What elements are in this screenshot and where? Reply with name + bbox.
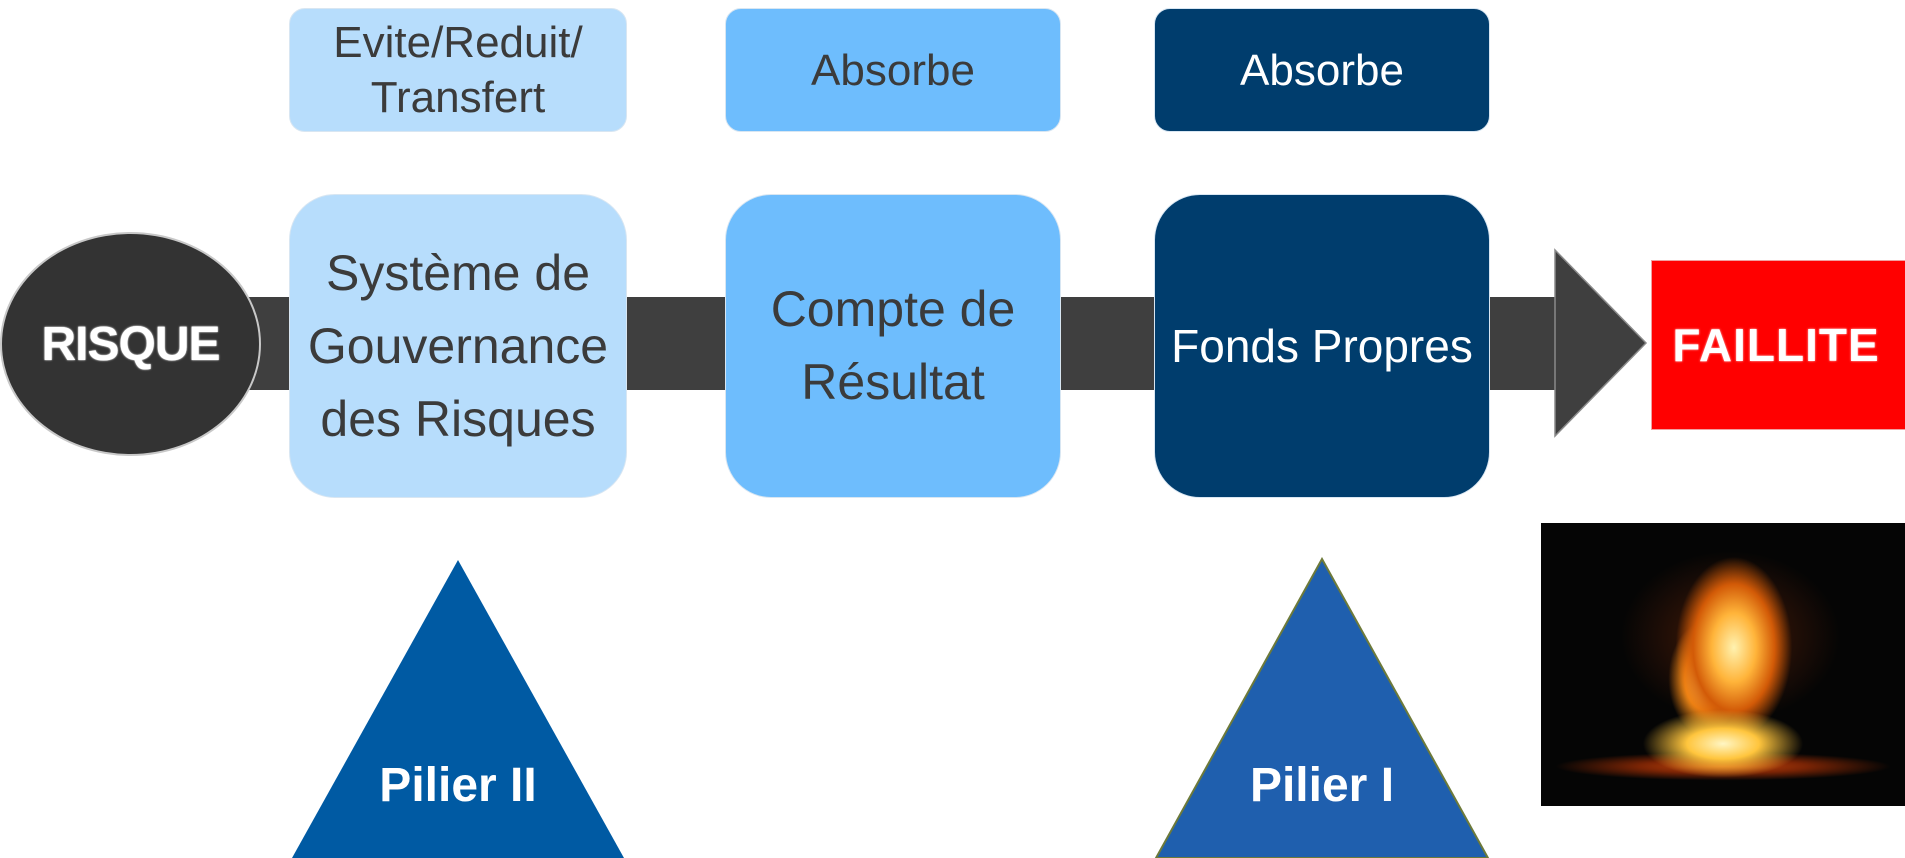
pillar-1-label: Pilier I	[1249, 758, 1395, 812]
pillar-2-triangle-icon	[292, 560, 624, 858]
stage-equity-text: Fonds Propres	[1171, 319, 1473, 372]
stage-governance: Système de Gouvernance des Risques	[289, 194, 627, 498]
pillar-1-triangle-icon	[1154, 557, 1490, 858]
label-box-absorb-2: Absorbe	[1154, 8, 1490, 132]
stage-governance-line2: Gouvernance	[307, 317, 609, 374]
stage-income-line1: Compte de	[770, 281, 1016, 337]
stage-income-line2: Résultat	[801, 354, 985, 410]
pillar-2-label-wrap: Pilier II	[290, 750, 626, 820]
explosion-image	[1541, 523, 1905, 806]
label-box-avoid: Evite/Reduit/ Transfert	[289, 8, 627, 132]
risk-label: RISQUE	[41, 317, 220, 371]
bankruptcy-box: FAILLITE	[1651, 260, 1905, 430]
label-absorb-1-text: Absorbe	[811, 45, 975, 95]
stage-governance-line1: Système de	[325, 244, 590, 301]
label-absorb-2-text: Absorbe	[1240, 45, 1404, 95]
pillar-1-label-wrap: Pilier I	[1154, 750, 1490, 820]
stage-equity: Fonds Propres	[1154, 194, 1490, 498]
stage-income-statement: Compte de Résultat	[725, 194, 1061, 498]
label-box-absorb-1: Absorbe	[725, 8, 1061, 132]
stage-governance-line3: des Risques	[320, 390, 596, 447]
risk-node: RISQUE	[0, 232, 261, 456]
pillar-2-label: Pilier II	[379, 758, 537, 812]
bankruptcy-label: FAILLITE	[1672, 319, 1880, 371]
flow-arrow-head-icon	[1554, 248, 1648, 438]
label-avoid-text: Evite/Reduit/ Transfert	[333, 18, 583, 122]
